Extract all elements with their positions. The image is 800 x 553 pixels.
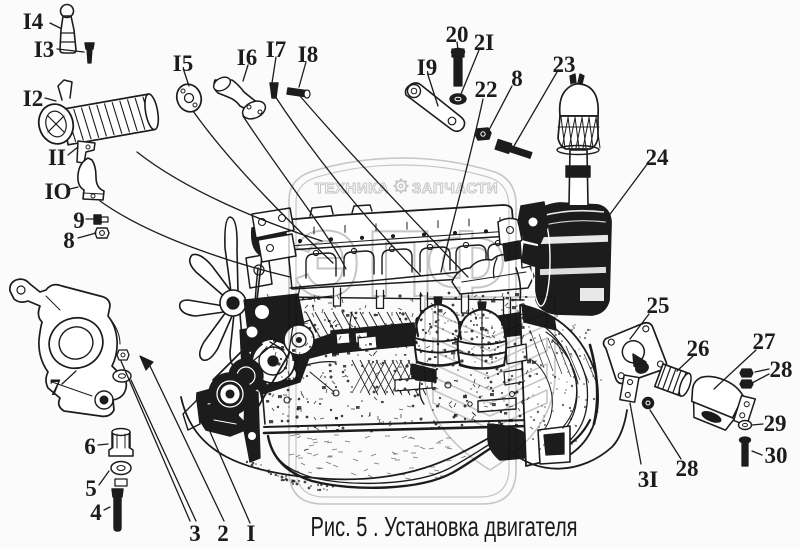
svg-text:I5: I5 [173, 51, 193, 76]
svg-text:9: 9 [73, 208, 85, 233]
svg-text:ТЕХНИКА: ТЕХНИКА [315, 180, 389, 197]
svg-text:II: II [48, 145, 66, 170]
svg-text:I: I [247, 521, 256, 546]
svg-text:ЗАПЧАСТИ: ЗАПЧАСТИ [412, 180, 498, 197]
svg-text:2: 2 [217, 521, 229, 546]
svg-text:3: 3 [189, 521, 201, 546]
svg-text:I2: I2 [23, 86, 43, 111]
svg-text:Рис. 5 . Установка двигателя: Рис. 5 . Установка двигателя [311, 511, 578, 542]
svg-text:Э: Э [294, 211, 361, 316]
svg-text:26: 26 [687, 336, 710, 361]
svg-text:8: 8 [511, 66, 523, 91]
svg-text:3I: 3I [638, 467, 659, 492]
svg-text:22: 22 [475, 77, 498, 102]
svg-text:8: 8 [63, 228, 75, 253]
svg-text:24: 24 [646, 145, 670, 170]
svg-text:I4: I4 [23, 9, 44, 34]
svg-text:IO: IO [45, 179, 72, 204]
svg-text:I9: I9 [417, 55, 437, 80]
svg-text:П: П [366, 211, 434, 316]
svg-text:I7: I7 [266, 37, 286, 62]
svg-text:2I: 2I [474, 30, 495, 55]
svg-text:29: 29 [764, 411, 787, 436]
svg-text:Ф: Ф [426, 211, 506, 316]
svg-text:7: 7 [49, 375, 61, 400]
svg-text:6: 6 [84, 434, 96, 459]
svg-text:20: 20 [446, 22, 469, 47]
svg-text:I6: I6 [237, 45, 257, 70]
svg-text:5: 5 [85, 476, 97, 501]
svg-text:4: 4 [90, 500, 102, 525]
svg-text:30: 30 [765, 443, 788, 468]
svg-text:I8: I8 [298, 42, 318, 67]
svg-text:28: 28 [676, 456, 699, 481]
svg-text:28: 28 [770, 357, 793, 382]
svg-text:27: 27 [753, 329, 776, 354]
svg-text:23: 23 [553, 52, 576, 77]
svg-text:25: 25 [647, 293, 670, 318]
svg-text:I3: I3 [34, 37, 54, 62]
